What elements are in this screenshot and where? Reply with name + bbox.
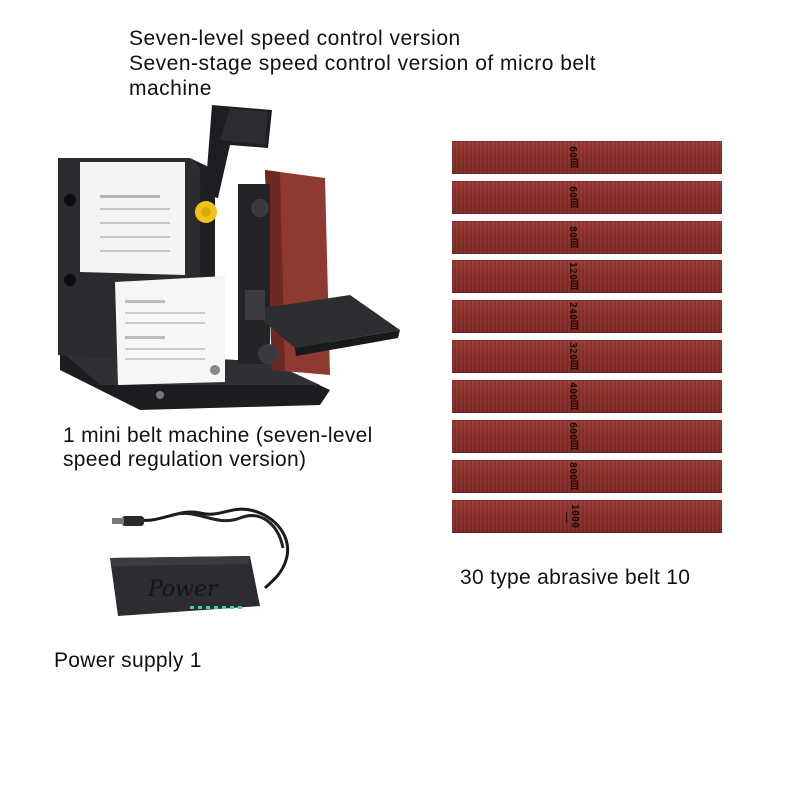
abrasive-belt: 400目 [452, 380, 722, 413]
abrasive-belt-caption: 30 type abrasive belt 10 [460, 566, 691, 589]
machine-caption: 1 mini belt machine (seven-level speed r… [63, 424, 373, 471]
power-adapter-image: Power [110, 507, 290, 616]
belt-grit-label: 600目 [567, 422, 578, 451]
abrasive-belt: 320目 [452, 340, 722, 373]
title-line-3: machine [129, 77, 212, 100]
belt-grit-label: 80目 [567, 226, 578, 249]
abrasive-belt: 80目 [452, 221, 722, 254]
abrasive-belt: 600目 [452, 420, 722, 453]
title-line-1: Seven-level speed control version [129, 27, 461, 50]
adapter-brand-text: Power [147, 577, 219, 602]
belt-grit-label: 60目 [567, 146, 578, 169]
belt-grit-label: 120目 [567, 262, 578, 291]
product-title: Seven-level speed control version Seven-… [129, 26, 689, 101]
belt-grit-label: 1000目 [566, 504, 580, 529]
power-supply-caption: Power supply 1 [54, 649, 202, 672]
abrasive-belt: 1000目 [452, 500, 722, 533]
belt-grit-label: 800目 [567, 462, 578, 491]
abrasive-belt: 240目 [452, 300, 722, 333]
belt-grit-label: 60目 [567, 186, 578, 209]
belt-grit-label: 400目 [567, 382, 578, 411]
abrasive-belt-stack: 60目 60目 80目 120目 240目 320目 400目 600目 800… [452, 139, 724, 539]
abrasive-belt: 120目 [452, 260, 722, 293]
belt-grit-label: 240目 [567, 302, 578, 331]
belt-grit-label: 320目 [567, 342, 578, 371]
abrasive-belt: 800目 [452, 460, 722, 493]
belt-sander-machine-image [58, 105, 400, 410]
title-line-2: Seven-stage speed control version of mic… [129, 52, 597, 75]
abrasive-belt: 60目 [452, 141, 722, 174]
abrasive-belt: 60目 [452, 181, 722, 214]
